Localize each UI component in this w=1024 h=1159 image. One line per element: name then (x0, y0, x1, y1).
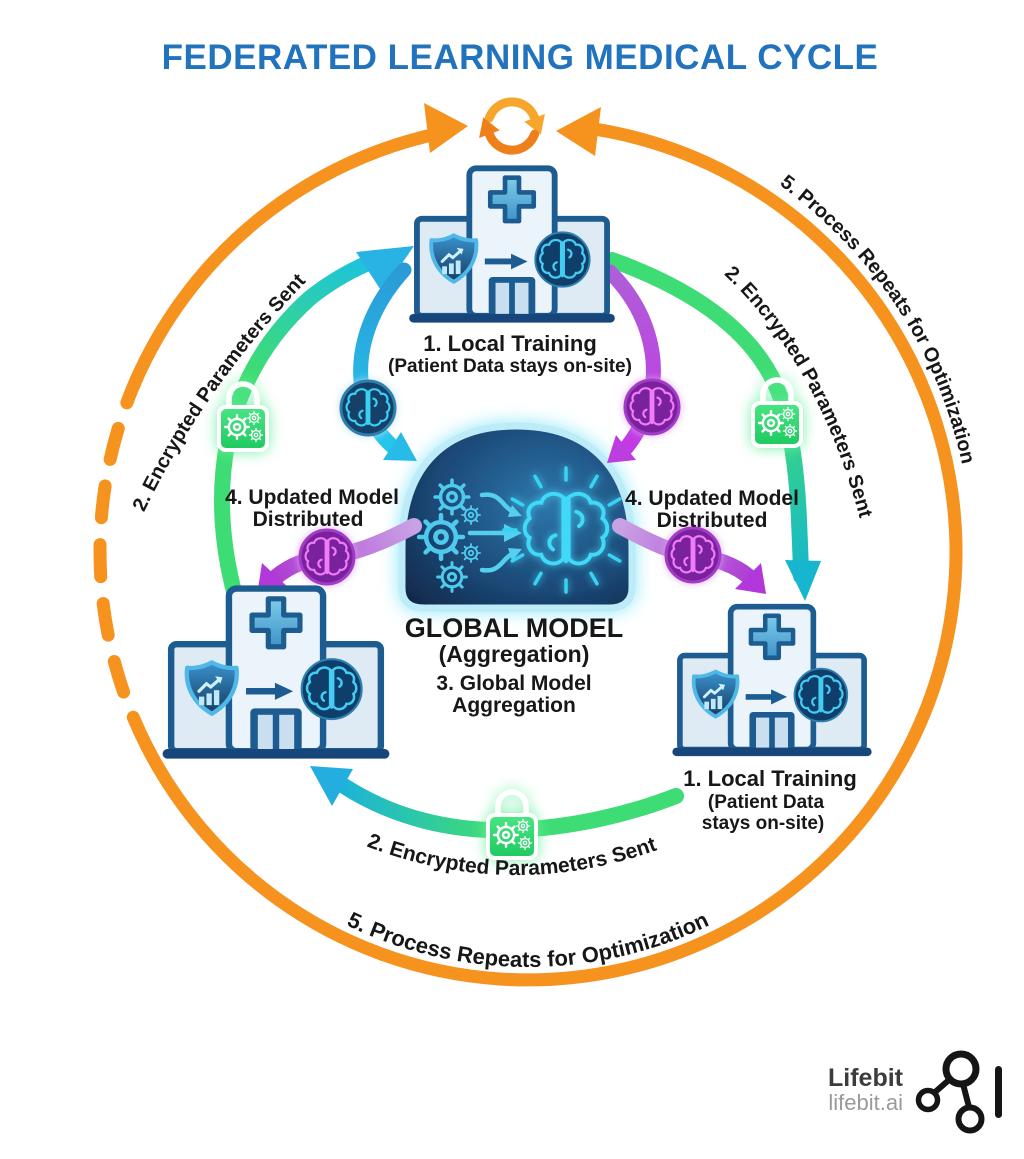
model-badge-purple-left (298, 528, 356, 586)
cycle-arc-left-dashed (93, 364, 154, 753)
global-model-node (398, 422, 636, 612)
hospital-bottom-left (163, 589, 390, 759)
aggregation-flow-arrows (467, 492, 515, 573)
step5-right-label: 5. Process Repeats for Optimization (776, 171, 979, 466)
hospital-top-label-2: (Patient Data stays on-site) (388, 356, 632, 377)
local-update-arrow-left-head (383, 432, 417, 461)
hospital-bottom-right (672, 607, 871, 756)
local-update-arrow-right-head (607, 435, 636, 463)
model-badge-purple-top (623, 378, 681, 436)
hospital-top (409, 168, 615, 322)
step4-right-label-1: 4. Updated Model (625, 487, 799, 510)
cycle-arrowhead-left (424, 103, 468, 153)
cycle-arc-right (140, 120, 963, 987)
step4-right-label-2: Distributed (657, 509, 768, 532)
cycle-arc-top-left (133, 126, 446, 378)
lifebit-network-icon (915, 1050, 1002, 1134)
step4-left-label-1: 4. Updated Model (225, 486, 399, 509)
hospital-right-label-2: (Patient Data (708, 792, 825, 813)
distribute-arrow-right-head (735, 563, 766, 594)
hospital-right-label-1: 1. Local Training (683, 766, 857, 791)
lifebit-logo-name: Lifebit (828, 1064, 904, 1092)
global-model-title: GLOBAL MODEL (405, 613, 624, 643)
cycle-arrowhead-right (556, 107, 601, 156)
model-badge-blue (339, 379, 397, 437)
global-model-subtitle: (Aggregation) (439, 641, 590, 667)
encrypted-arc-right-arrowhead (785, 560, 821, 601)
step3-label-1: 3. Global Model (436, 672, 591, 695)
dome-shape (398, 422, 636, 612)
step3-label-2: Aggregation (452, 694, 576, 717)
refresh-icon (479, 97, 545, 155)
model-badge-purple-right (664, 526, 722, 584)
lifebit-logo-domain: lifebit.ai (828, 1090, 903, 1115)
page-title: FEDERATED LEARNING MEDICAL CYCLE (162, 38, 879, 77)
encrypted-arc-left-arrowhead (356, 246, 414, 292)
lifebit-logo: Lifebit lifebit.ai (828, 1050, 1002, 1134)
global-brain-icon (502, 466, 630, 594)
outer-cycle-ring (93, 120, 963, 987)
hospital-right-label-3: stays on-site) (702, 813, 824, 834)
hospital-top-label-1: 1. Local Training (423, 331, 597, 356)
step4-left-label-2: Distributed (253, 508, 364, 531)
encrypted-arc-bottom-arrowhead (310, 766, 353, 806)
encryption-lock-bottom (488, 792, 536, 858)
encrypted-arc-left (213, 256, 374, 614)
